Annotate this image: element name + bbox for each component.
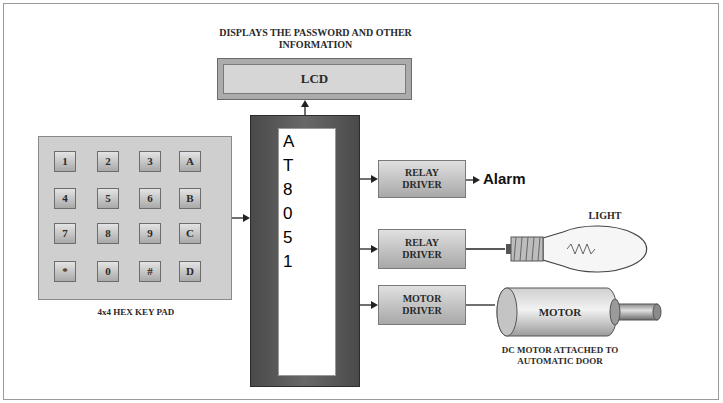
key-label: A [186, 155, 194, 168]
keypad-caption: 4x4 HEX KEY PAD [36, 307, 236, 318]
connector-line [360, 304, 372, 305]
keypad-key: B [179, 188, 201, 209]
microcontroller-box: AT8051 [250, 115, 360, 387]
arrowhead [371, 175, 378, 183]
motor-flange [610, 299, 620, 325]
arrowhead [243, 214, 250, 222]
connector-line [360, 178, 372, 179]
keypad-key: C [179, 223, 201, 244]
key-label: 2 [105, 155, 111, 168]
arrowhead [371, 245, 378, 253]
bulb-drawing [505, 224, 665, 274]
display-label: LCD [301, 71, 328, 87]
dc-motor: MOTORDC MOTOR ATTACHED TO AUTOMATIC DOOR [495, 285, 665, 340]
keypad-key: A [179, 151, 201, 172]
key-label: 6 [147, 192, 153, 205]
connector [301, 100, 309, 115]
key-label: D [186, 265, 194, 278]
bulb-caption: LIGHT [565, 210, 645, 222]
bulb-thread [514, 237, 516, 261]
arrowhead [371, 301, 378, 309]
keypad-key: 1 [54, 151, 76, 172]
keypad-key: * [54, 261, 76, 282]
keypad-key: 7 [54, 223, 76, 244]
keypad-key: # [139, 261, 161, 282]
bulb-filament [567, 244, 595, 254]
keypad-panel: 4x4 HEX KEY PAD123A456B789C*0#D [38, 136, 232, 300]
shaft-end [653, 304, 661, 320]
bulb-thread [538, 237, 540, 261]
key-label: 0 [105, 265, 111, 278]
outer-frame [4, 4, 719, 400]
key-label: 3 [147, 155, 153, 168]
keypad-key: 3 [139, 151, 161, 172]
connector-line [466, 304, 495, 305]
driver-label: RELAY DRIVER [393, 237, 451, 261]
key-label: 7 [62, 227, 68, 240]
motor-end-cap [497, 288, 517, 336]
keypad-key: 6 [139, 188, 161, 209]
key-label: B [186, 192, 193, 205]
connector [232, 214, 250, 222]
keypad-key: 2 [97, 151, 119, 172]
motor-driver-box: MOTOR DRIVER [378, 285, 466, 325]
keypad-key: D [179, 261, 201, 282]
connector-line [466, 248, 505, 249]
connector [360, 301, 378, 309]
display-caption: DISPLAYS THE PASSWORD AND OTHER INFORMAT… [191, 27, 441, 51]
connector [466, 249, 505, 250]
motor-label: MOTOR [515, 285, 605, 340]
relay-driver-box: RELAY DRIVER [378, 229, 466, 269]
driver-label: RELAY DRIVER [393, 167, 451, 191]
connector [360, 175, 378, 183]
key-label: C [186, 227, 194, 240]
bulb-thread [520, 237, 522, 261]
connector-line [304, 106, 305, 115]
connector [360, 245, 378, 253]
connector-line [232, 217, 244, 218]
keypad-key: 0 [97, 261, 119, 282]
connector [466, 305, 495, 306]
connector-line [360, 248, 372, 249]
key-label: 5 [105, 192, 111, 205]
bulb-base [511, 237, 543, 261]
motor-caption: DC MOTOR ATTACHED TO AUTOMATIC DOOR [500, 345, 620, 367]
bulb-glass [543, 226, 647, 272]
bulb-thread [526, 237, 528, 261]
driver-label: MOTOR DRIVER [393, 293, 451, 317]
key-label: # [147, 265, 153, 278]
key-label: 9 [147, 227, 153, 240]
alarm-arrowhead [473, 176, 480, 184]
key-label: 1 [62, 155, 68, 168]
lcd-display: DISPLAYS THE PASSWORD AND OTHER INFORMAT… [217, 58, 412, 100]
key-label: 8 [105, 227, 111, 240]
key-label: 4 [62, 192, 68, 205]
output-label: Alarm [483, 170, 526, 187]
alarm-wire [466, 179, 474, 180]
relay-driver-box: RELAY DRIVER [378, 160, 466, 198]
keypad-key: 8 [97, 223, 119, 244]
key-label: * [62, 265, 68, 278]
bulb-thread [532, 237, 534, 261]
keypad-key: 5 [97, 188, 119, 209]
keypad-key: 9 [139, 223, 161, 244]
chip-name: AT8051 [283, 130, 300, 274]
keypad-key: 4 [54, 188, 76, 209]
light-bulb: LIGHT [505, 224, 665, 274]
bulb-contact [506, 244, 511, 254]
arrowhead [301, 100, 309, 107]
